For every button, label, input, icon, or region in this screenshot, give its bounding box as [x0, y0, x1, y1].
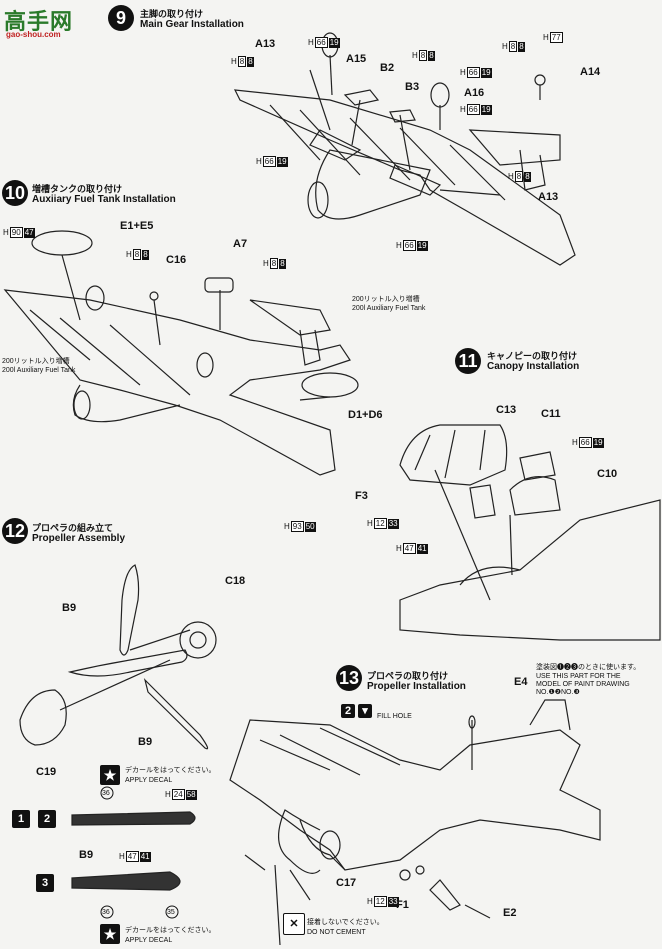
- part-b3: B3: [405, 81, 420, 93]
- step-13-number: 13: [336, 665, 362, 691]
- part-b9-upper: B9: [62, 602, 77, 614]
- scheme-3-badge: 3: [36, 874, 54, 892]
- scheme-2-badge: 2: [38, 810, 56, 828]
- watermark-logo: 高手网: [4, 9, 74, 34]
- part-d1-d6: D1+D6: [348, 409, 383, 421]
- no-cement-note-en: DO NOT CEMENT: [307, 929, 366, 936]
- step13-aircraft: [229, 699, 601, 946]
- step-12-title-ja: プロペラの組み立て: [32, 523, 114, 533]
- paint-note-en-3: NO.❶❷NO.❸: [536, 689, 580, 696]
- step-11-title-ja: キャノピーの取り付け: [487, 351, 578, 361]
- part-a15: A15: [346, 53, 367, 65]
- decal-number-36a: 36: [102, 790, 110, 797]
- step-13-title-en: Propeller Installation: [367, 681, 466, 692]
- part-c16: C16: [166, 254, 187, 266]
- part-f1: F1: [396, 899, 409, 911]
- part-b9-lower: B9: [138, 736, 153, 748]
- step-13-title-ja: プロペラの取り付け: [367, 671, 449, 681]
- watermark-url: gao-shou.com: [6, 30, 61, 39]
- step-12-title-en: Propeller Assembly: [32, 533, 126, 544]
- paint-note-ja: 塗装図❶❷❸のときに使います。: [536, 664, 641, 671]
- decal-note-en: APPLY DECAL: [125, 777, 173, 784]
- part-b9-blade: B9: [79, 849, 94, 861]
- part-c18: C18: [225, 575, 246, 587]
- tank-left-note-en: 200l Auxiliary Fuel Tank: [2, 367, 76, 374]
- step-10-title-ja: 増槽タンクの取り付け: [32, 184, 123, 194]
- scheme-1-badge: 1: [12, 810, 30, 828]
- tank-note-ja: 200リットル入り増槽: [352, 296, 420, 303]
- step12-blades: [71, 811, 196, 891]
- part-e2: E2: [503, 907, 517, 919]
- step-10-title-en: Auxiiary Fuel Tank Installation: [32, 194, 176, 205]
- part-e4: E4: [514, 676, 528, 688]
- step12-propeller: [19, 564, 217, 750]
- part-a13-bottom: A13: [538, 191, 559, 203]
- tank-note-en: 200l Auxiliary Fuel Tank: [352, 305, 426, 312]
- no-cement-note-ja: 接着しないでください。: [307, 919, 384, 926]
- decal-note2-ja: デカールをはってください。: [125, 927, 216, 934]
- part-f3: F3: [355, 490, 368, 502]
- step-11-number: 11: [455, 348, 481, 374]
- step-12-number: 12: [2, 518, 28, 544]
- fill-hole-icon: ▾: [358, 704, 372, 718]
- tank-left-note-ja: 200リットル入り増槽: [2, 358, 70, 365]
- part-e1-e5: E1+E5: [120, 220, 154, 232]
- decal-number-36b: 36: [102, 909, 110, 916]
- paint-note-en-1: USE THIS PART FOR THE: [536, 673, 621, 680]
- part-c19: C19: [36, 766, 57, 778]
- decal-star-icon: ★: [100, 765, 120, 785]
- step-9-title-ja: 主脚の取り付け: [140, 9, 204, 19]
- paint-note-en-2: MODEL OF PAINT DRAWING: [536, 681, 630, 688]
- decal-note2-en: APPLY DECAL: [125, 937, 173, 944]
- step10-aircraft: [3, 230, 359, 476]
- part-a16: A16: [464, 87, 485, 99]
- paint-drawing-box-2: 2: [341, 704, 355, 718]
- decal-number-35: 35: [167, 909, 175, 916]
- part-b2: B2: [380, 62, 395, 74]
- decal-star-icon-2: ★: [100, 924, 120, 944]
- part-c17: C17: [336, 877, 357, 889]
- step11-canopy: [399, 424, 661, 641]
- decal-note-ja: デカールをはってください。: [125, 767, 216, 774]
- step-10-number: 10: [2, 180, 28, 206]
- part-a14: A14: [580, 66, 601, 78]
- part-a7: A7: [233, 238, 248, 250]
- part-c10: C10: [597, 468, 618, 480]
- no-cement-icon: ✕: [283, 913, 305, 935]
- fill-hole-note: FILL HOLE: [377, 713, 412, 720]
- step-9-title-en: Main Gear Installation: [140, 19, 244, 30]
- part-c11: C11: [541, 408, 561, 420]
- part-c13: C13: [496, 404, 517, 416]
- step-9-number: 9: [108, 5, 134, 31]
- part-a13-top: A13: [255, 38, 276, 50]
- step9-aircraft: [233, 32, 576, 266]
- step-11-title-en: Canopy Installation: [487, 361, 580, 372]
